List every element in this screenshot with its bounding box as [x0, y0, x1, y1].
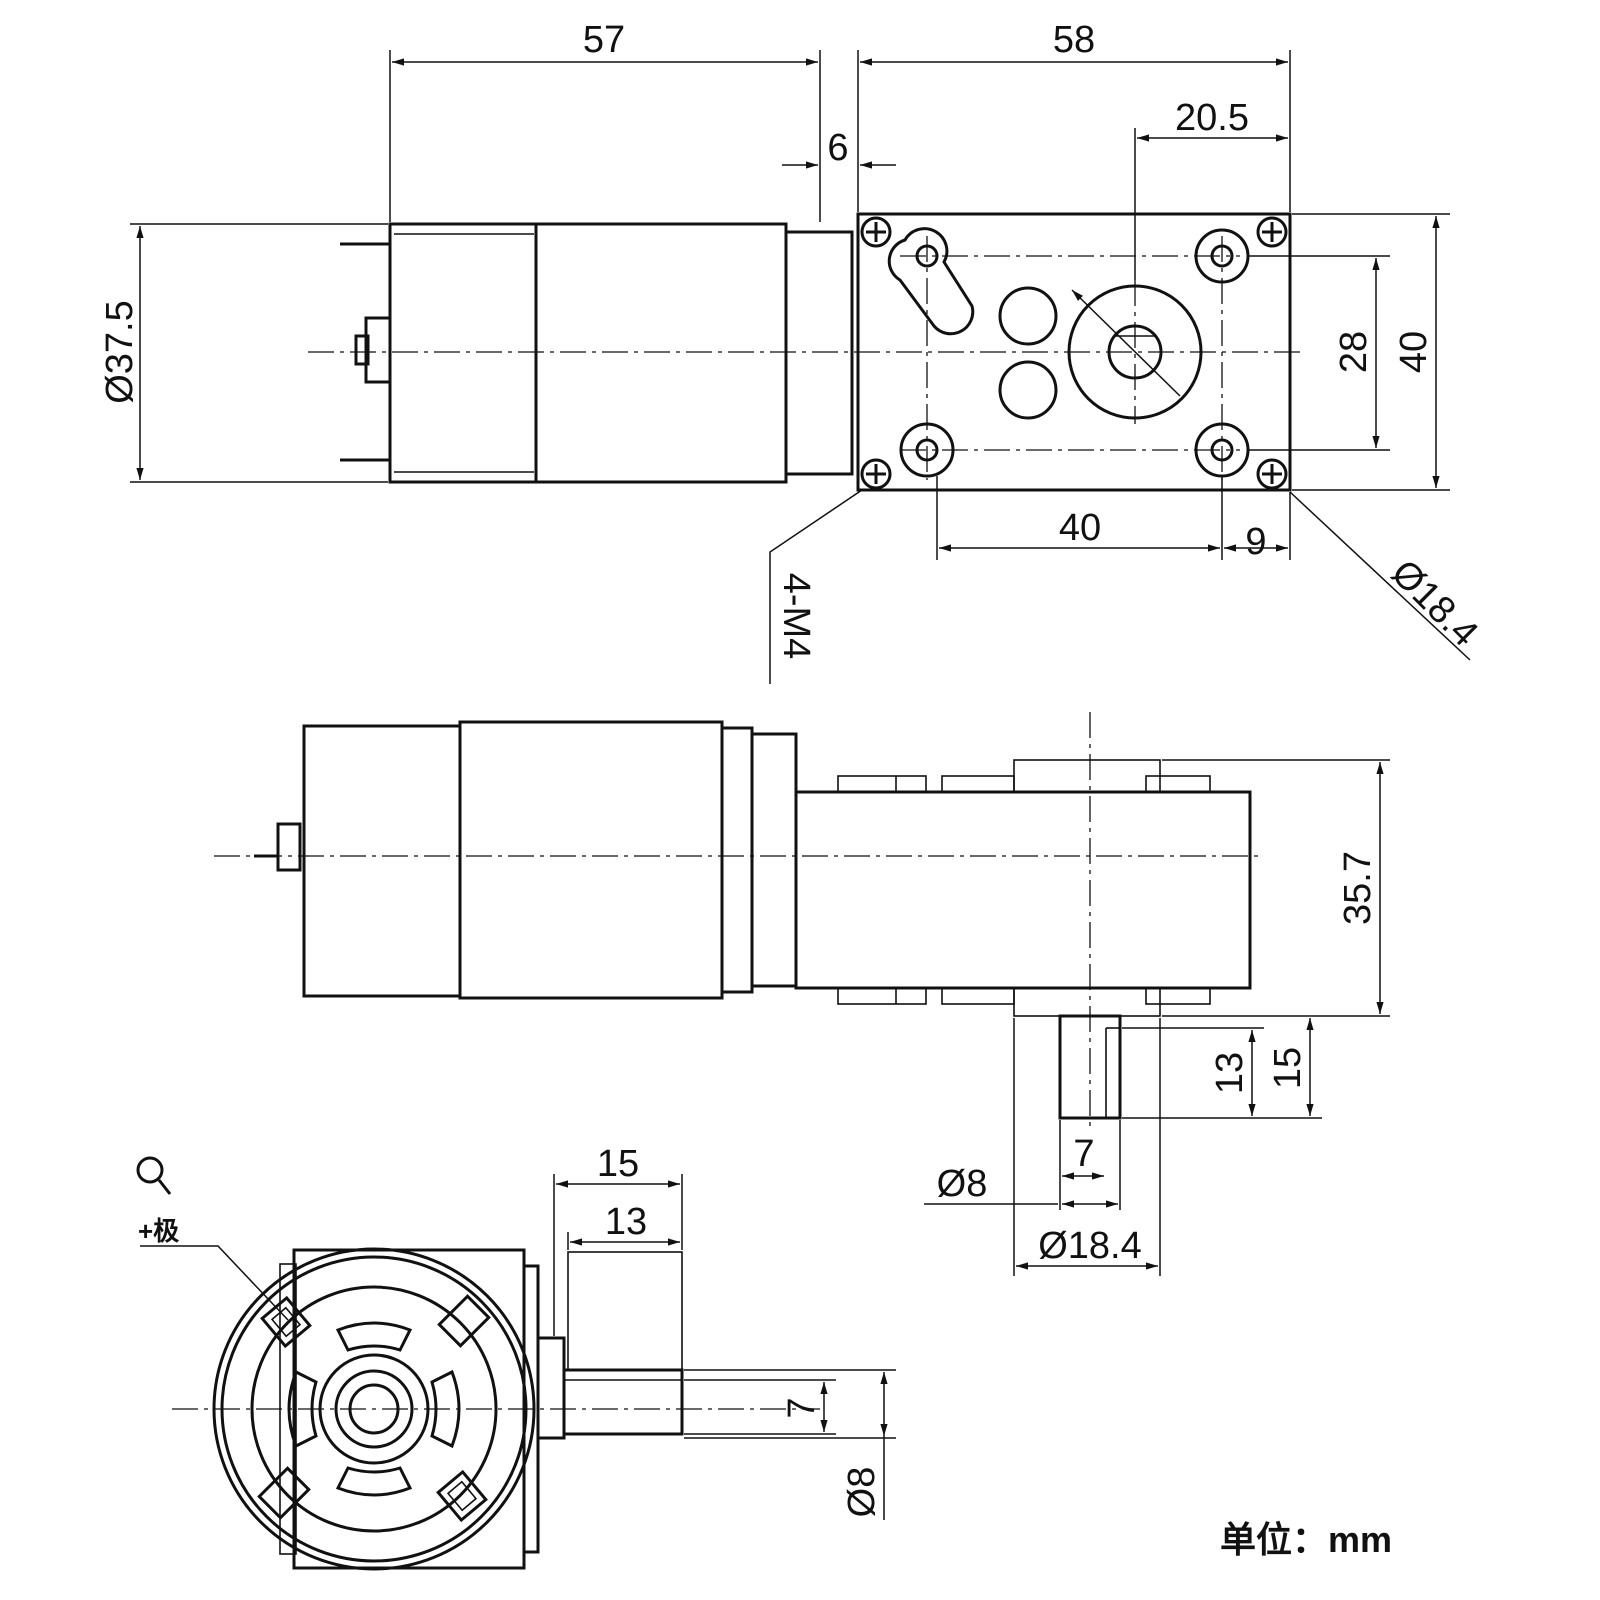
dim-end-shaft-diameter: Ø8: [841, 1467, 883, 1518]
top-view: 57 58 20.5 6 Ø37.5 28 40 40 9 4-M4 Ø18.4: [99, 19, 1486, 684]
dim-side-height: 35.7: [1337, 851, 1379, 925]
corner-screws: [860, 216, 1288, 490]
dim-end-len-long: 15: [597, 1143, 639, 1185]
dim-hole-edge: 9: [1245, 521, 1266, 563]
unit-label: 单位：mm: [1220, 1519, 1392, 1560]
dim-end-flat: 7: [781, 1397, 823, 1418]
dim-shaft-flat: 7: [1073, 1133, 1094, 1175]
dim-shaft-offset: 20.5: [1175, 97, 1249, 139]
positive-terminal-label: +极: [138, 1216, 180, 1246]
dim-boss-diameter-top: Ø18.4: [1383, 552, 1486, 655]
magnifier-icon: [136, 1156, 172, 1195]
dim-gearbox-height: 40: [1393, 331, 1435, 373]
dim-end-len-short: 13: [605, 1201, 647, 1243]
dim-gearbox-length: 58: [1053, 19, 1095, 61]
dim-shaft-diameter: Ø8: [937, 1163, 988, 1205]
dim-shaft-len-long: 15: [1267, 1047, 1309, 1089]
dim-motor-length: 57: [583, 19, 625, 61]
motor-body-top: [340, 222, 854, 484]
end-view: 15 13 7 Ø8 +极: [136, 1143, 896, 1571]
dim-boss-diameter: Ø18.4: [1038, 1225, 1142, 1267]
dim-mount-thread: 4-M4: [775, 573, 817, 660]
dim-motor-diameter: Ø37.5: [99, 300, 141, 404]
side-view: 35.7 13 15 7 Ø8 Ø18.4: [214, 712, 1390, 1276]
dim-hole-spacing-v: 28: [1333, 331, 1375, 373]
dim-gap: 6: [827, 127, 848, 169]
dim-hole-spacing-h: 40: [1059, 507, 1101, 549]
dim-shaft-len-short: 13: [1209, 1052, 1251, 1094]
